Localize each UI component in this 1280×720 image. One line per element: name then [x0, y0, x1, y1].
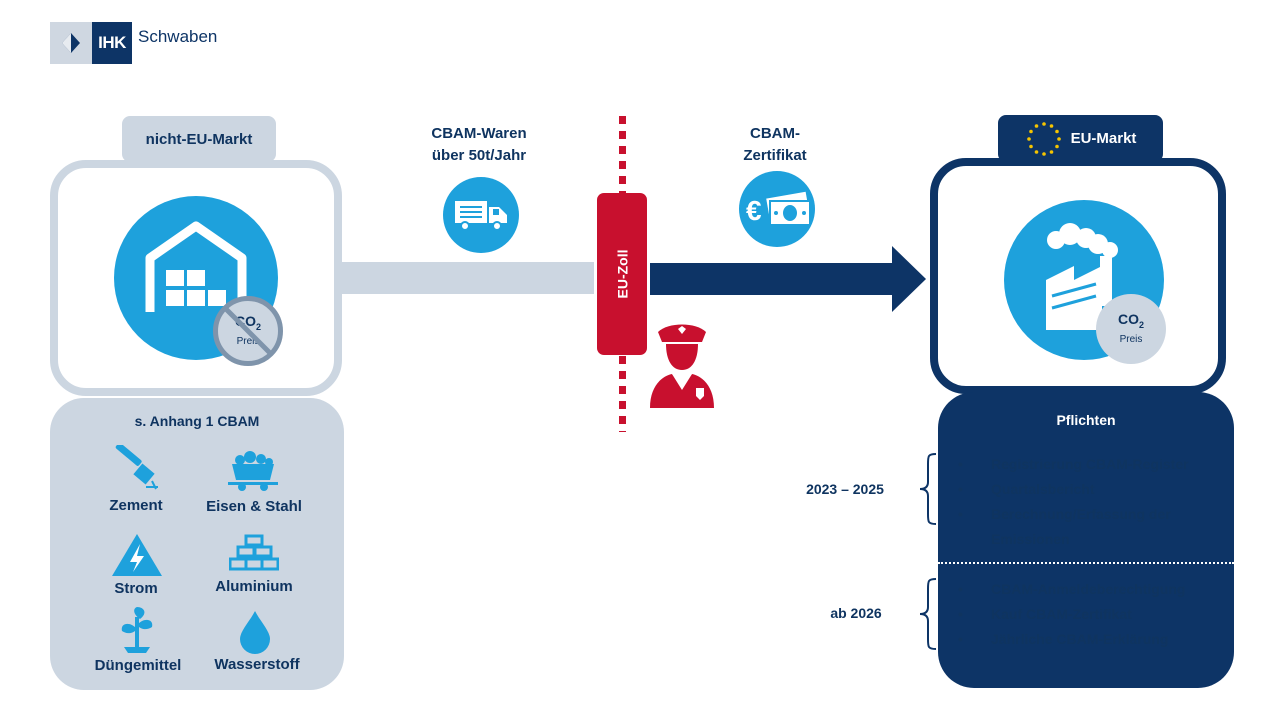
category-iron-steel: Eisen & Stahl	[206, 498, 302, 515]
cbam-cert-line1: CBAM-	[750, 125, 800, 142]
obligations-title: Pflichten	[1056, 412, 1116, 428]
diamond-icon	[50, 22, 92, 64]
water-drop-icon	[240, 611, 270, 654]
obligations-2026-list: •CBAM-Anmeldeberechtigung •Kauf CBAM-Zer…	[958, 577, 1185, 652]
co2-label-eu: CO	[1117, 311, 1139, 328]
plant-icon	[121, 607, 153, 653]
co2-subscript: 2	[255, 321, 261, 332]
period-2023-2025-label: 2023 – 2025	[806, 481, 884, 497]
eu-market-tag: EU-Markt	[998, 115, 1163, 162]
list-item: •Quartalsbericht	[958, 481, 1095, 497]
money-circle: €	[739, 171, 815, 247]
bracket-icon	[919, 578, 937, 650]
euro-money-icon: €	[746, 191, 810, 226]
logo-name: Schwaben	[138, 27, 218, 46]
eu-market-label: EU-Markt	[1070, 130, 1137, 147]
list-item: •Kauf CBAM-Zertifikat	[958, 606, 1132, 622]
co2-price-bubble: CO2 Preis	[1096, 294, 1166, 364]
crossed-out-icon	[223, 306, 273, 356]
category-hydrogen: Wasserstoff	[214, 656, 300, 673]
eu-customs-bar: EU-Zoll	[597, 193, 647, 355]
obligations-panel	[938, 392, 1234, 688]
ihk-logo: IHK Schwaben	[50, 22, 217, 64]
mine-cart-icon	[228, 451, 278, 491]
cbam-cert-line2: Zertifikat	[743, 147, 807, 164]
cbam-goods-line2: über 50t/Jahr	[431, 147, 527, 164]
hammer-icon	[115, 445, 158, 490]
truck-circle	[443, 177, 519, 253]
warehouse-icon	[145, 221, 247, 312]
cbam-certificate-label: CBAM- Zertifikat	[718, 123, 832, 167]
period-divider	[938, 562, 1234, 564]
customs-officer-icon	[650, 324, 714, 408]
annex-title: s. Anhang 1 CBAM	[134, 413, 260, 429]
cbam-goods-line1: CBAM-Waren	[431, 125, 527, 142]
logo-abbr: IHK	[92, 22, 132, 64]
list-item: •CBAM-Anmeldeberechtigung	[958, 581, 1186, 597]
eu-stars-icon	[1026, 121, 1061, 156]
eu-customs-label: EU-Zoll	[614, 249, 630, 299]
category-electricity: Strom	[114, 580, 158, 597]
co2-price-label: Preis	[236, 335, 260, 347]
category-cement: Zement	[109, 497, 163, 514]
warehouse-circle	[114, 196, 278, 360]
category-aluminium: Aluminium	[215, 578, 293, 595]
list-item: •Berechnung/Erfassung der	[958, 506, 1171, 522]
factory-icon	[1046, 223, 1118, 330]
co2-price-crossed: CO2 Preis	[213, 296, 283, 366]
list-item: •Jährliche CBAM-Erklärung	[958, 631, 1169, 647]
co2-subscript-eu: 2	[1138, 319, 1144, 330]
cbam-goods-label: CBAM-Waren über 50t/Jahr	[402, 123, 556, 167]
non-eu-market-tag: nicht-EU-Markt	[122, 116, 276, 162]
bars-stack-icon	[229, 534, 279, 571]
high-voltage-icon	[112, 534, 162, 576]
list-item: •Registrierung CBAM-Register	[958, 456, 1189, 472]
flow-arrow	[650, 246, 926, 312]
goods-flow-bar	[342, 262, 594, 294]
truck-icon	[455, 201, 507, 231]
obligations-2023-2025-list: •Registrierung CBAM-Register •Quartalsbe…	[958, 452, 1189, 552]
svg-text:€: €	[746, 195, 762, 226]
cbam-annex-panel	[50, 398, 344, 690]
category-fertiliser: Düngemittel	[94, 657, 182, 674]
co2-price-label-eu: Preis	[1119, 333, 1143, 345]
list-item: Emissionen	[991, 531, 1070, 547]
bracket-icon	[919, 453, 937, 525]
period-2026-label: ab 2026	[830, 605, 882, 621]
